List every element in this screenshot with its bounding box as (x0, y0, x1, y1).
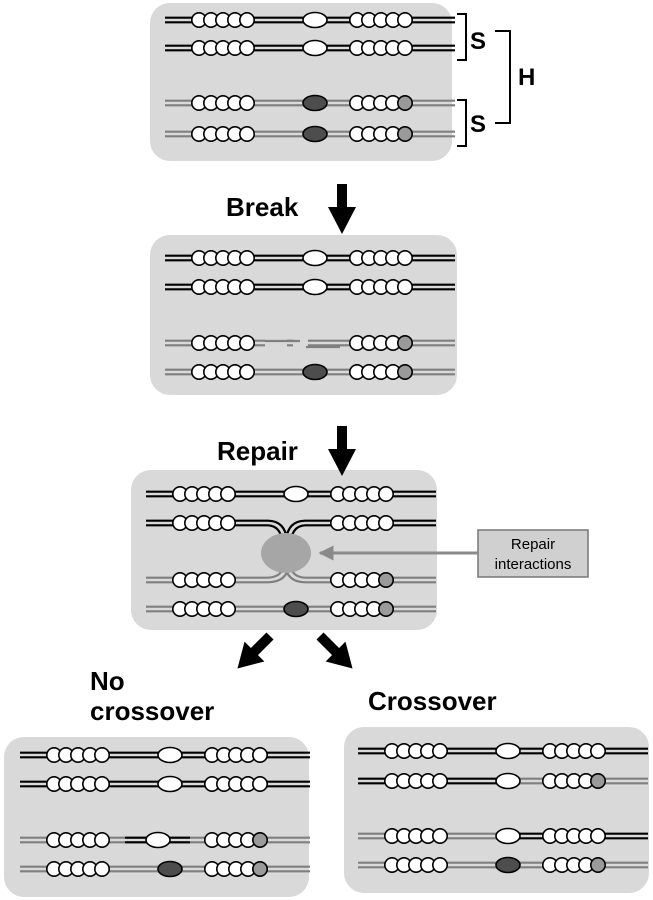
repair-label: Repair (217, 436, 298, 466)
chromatin-bead (396, 334, 413, 351)
chromatin-bead (396, 250, 413, 267)
centromere (302, 249, 328, 267)
chromatid-layer (20, 11, 648, 878)
chromatin-bead (94, 860, 111, 877)
centromere (157, 860, 183, 878)
chromatin-bead (377, 514, 394, 531)
chromatin-bead (589, 742, 606, 759)
panel-break (150, 235, 457, 395)
chromatin-bead (239, 95, 256, 112)
chromatin-bead (94, 775, 111, 792)
chromatin-bead (377, 571, 394, 588)
crossover-label: Crossover (368, 686, 497, 716)
centromere (145, 831, 171, 849)
chromatin-bead (396, 278, 413, 295)
chromatin-bead (239, 126, 256, 143)
chromatin-bead (252, 831, 269, 848)
centromere (302, 11, 328, 29)
chromatin-bead (220, 485, 237, 502)
arrow-to-break (328, 184, 356, 234)
chromatin-bead (377, 485, 394, 502)
repair-interaction-blob (261, 533, 311, 573)
centromere (302, 363, 328, 381)
no-crossover-label-line2: crossover (90, 696, 214, 726)
centromere (495, 827, 521, 845)
callout-text-line2: interactions (495, 556, 572, 573)
sister-label-bottom: S (470, 111, 486, 138)
break-gap (265, 337, 287, 349)
sister-bracket-top (457, 13, 467, 61)
homolog-label: H (518, 64, 535, 91)
chromatin-bead (431, 772, 448, 789)
chromatin-bead (431, 742, 448, 759)
sister-label-top: S (470, 28, 486, 55)
arrow-to-crossover (316, 632, 353, 669)
centromere (283, 485, 309, 503)
chromatin-bead (252, 860, 269, 877)
chromatin-bead (239, 334, 256, 351)
chromatin-bead (396, 39, 413, 56)
arrow-to-repair (328, 426, 356, 476)
homolog-bracket (495, 30, 511, 124)
centromere (302, 94, 328, 112)
sister-bracket-bottom (457, 99, 467, 147)
chromatin-bead (396, 363, 413, 380)
chromatin-bead (589, 827, 606, 844)
chromatin-bead (396, 126, 413, 143)
chromatin-bead (239, 278, 256, 295)
centromere (302, 278, 328, 296)
chromatin-bead (94, 831, 111, 848)
chromatin-bead (220, 514, 237, 531)
centromere (283, 600, 309, 618)
panel-crossover (344, 727, 649, 893)
repair-interactions-callout (477, 529, 589, 578)
centromere (495, 742, 521, 760)
chromatin-bead (239, 12, 256, 28)
chromatin-bead (220, 600, 237, 617)
chromatin-bead (220, 571, 237, 588)
break-label: Break (226, 192, 299, 222)
chromatin-bead (589, 772, 606, 789)
centromere (495, 856, 521, 874)
centromere (157, 775, 183, 793)
chromatin-bead (239, 250, 256, 267)
chromatin-bead (377, 600, 394, 617)
centromere (157, 746, 183, 764)
chromatin-bead (396, 12, 413, 28)
chromatin-bead (239, 363, 256, 380)
no-crossover-label-line1: No (90, 666, 125, 696)
centromere (495, 772, 521, 790)
chromatin-bead (252, 746, 269, 763)
chromatin-bead (252, 775, 269, 792)
callout-text-line1: Repair (511, 536, 555, 553)
centromere (302, 39, 328, 57)
centromere (302, 125, 328, 143)
chromatin-bead (396, 95, 413, 112)
chromatin-bead (431, 856, 448, 873)
arrow-to-no-crossover (237, 632, 274, 669)
chromatin-bead (94, 746, 111, 763)
chromatin-bead (239, 39, 256, 56)
chromatin-bead (431, 827, 448, 844)
chromatin-bead (589, 856, 606, 873)
